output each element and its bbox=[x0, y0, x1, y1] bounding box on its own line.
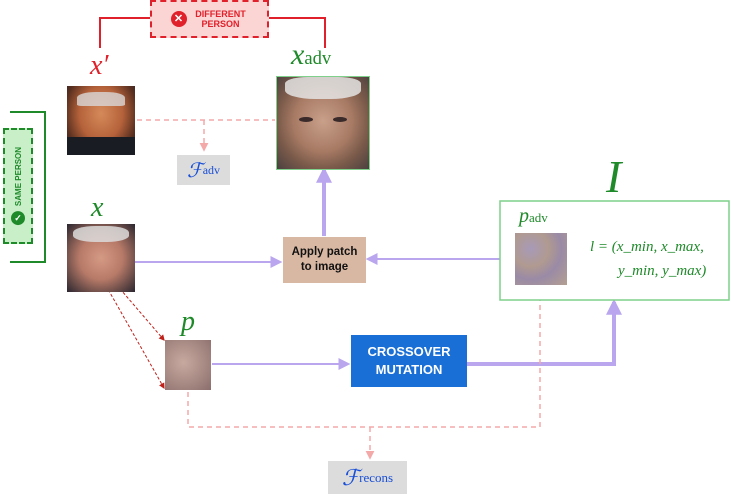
check-icon: ✓ bbox=[11, 211, 25, 226]
x-adv-label: xadv bbox=[291, 38, 332, 71]
recons-path-left bbox=[187, 287, 541, 428]
x-label: x bbox=[91, 192, 104, 223]
same-person-badge: ✓ SAME PERSON bbox=[3, 128, 33, 244]
p-adv-patch-image bbox=[515, 233, 567, 285]
same-person-bracket bbox=[10, 111, 46, 263]
location-formula: l = (x_min, x_max, y_min, y_max) bbox=[590, 235, 726, 283]
x-prime-face-image bbox=[67, 86, 135, 155]
location-formula-line2: y_min, y_max) bbox=[618, 263, 707, 279]
different-person-text: DIFFERENT PERSON bbox=[195, 9, 246, 29]
location-formula-line1: l = (x_min, x_max, bbox=[590, 239, 704, 255]
crossover-mutation-box: CROSSOVER MUTATION bbox=[351, 335, 467, 387]
x-prime-label: x′ bbox=[90, 50, 109, 81]
i-label: I bbox=[606, 151, 622, 202]
crossover-to-i-arrow bbox=[467, 298, 622, 366]
x-face-image bbox=[67, 224, 135, 292]
apply-patch-box: Apply patch to image bbox=[283, 237, 366, 283]
p-adv-label: padv bbox=[519, 205, 548, 227]
different-person-badge: ✕ DIFFERENT PERSON bbox=[150, 0, 269, 38]
x-adv-face-image bbox=[276, 76, 370, 170]
p-patch-image bbox=[165, 340, 211, 390]
error-x-icon: ✕ bbox=[170, 11, 187, 27]
p-label: p bbox=[181, 306, 195, 337]
same-person-text: SAME PERSON bbox=[13, 146, 23, 207]
